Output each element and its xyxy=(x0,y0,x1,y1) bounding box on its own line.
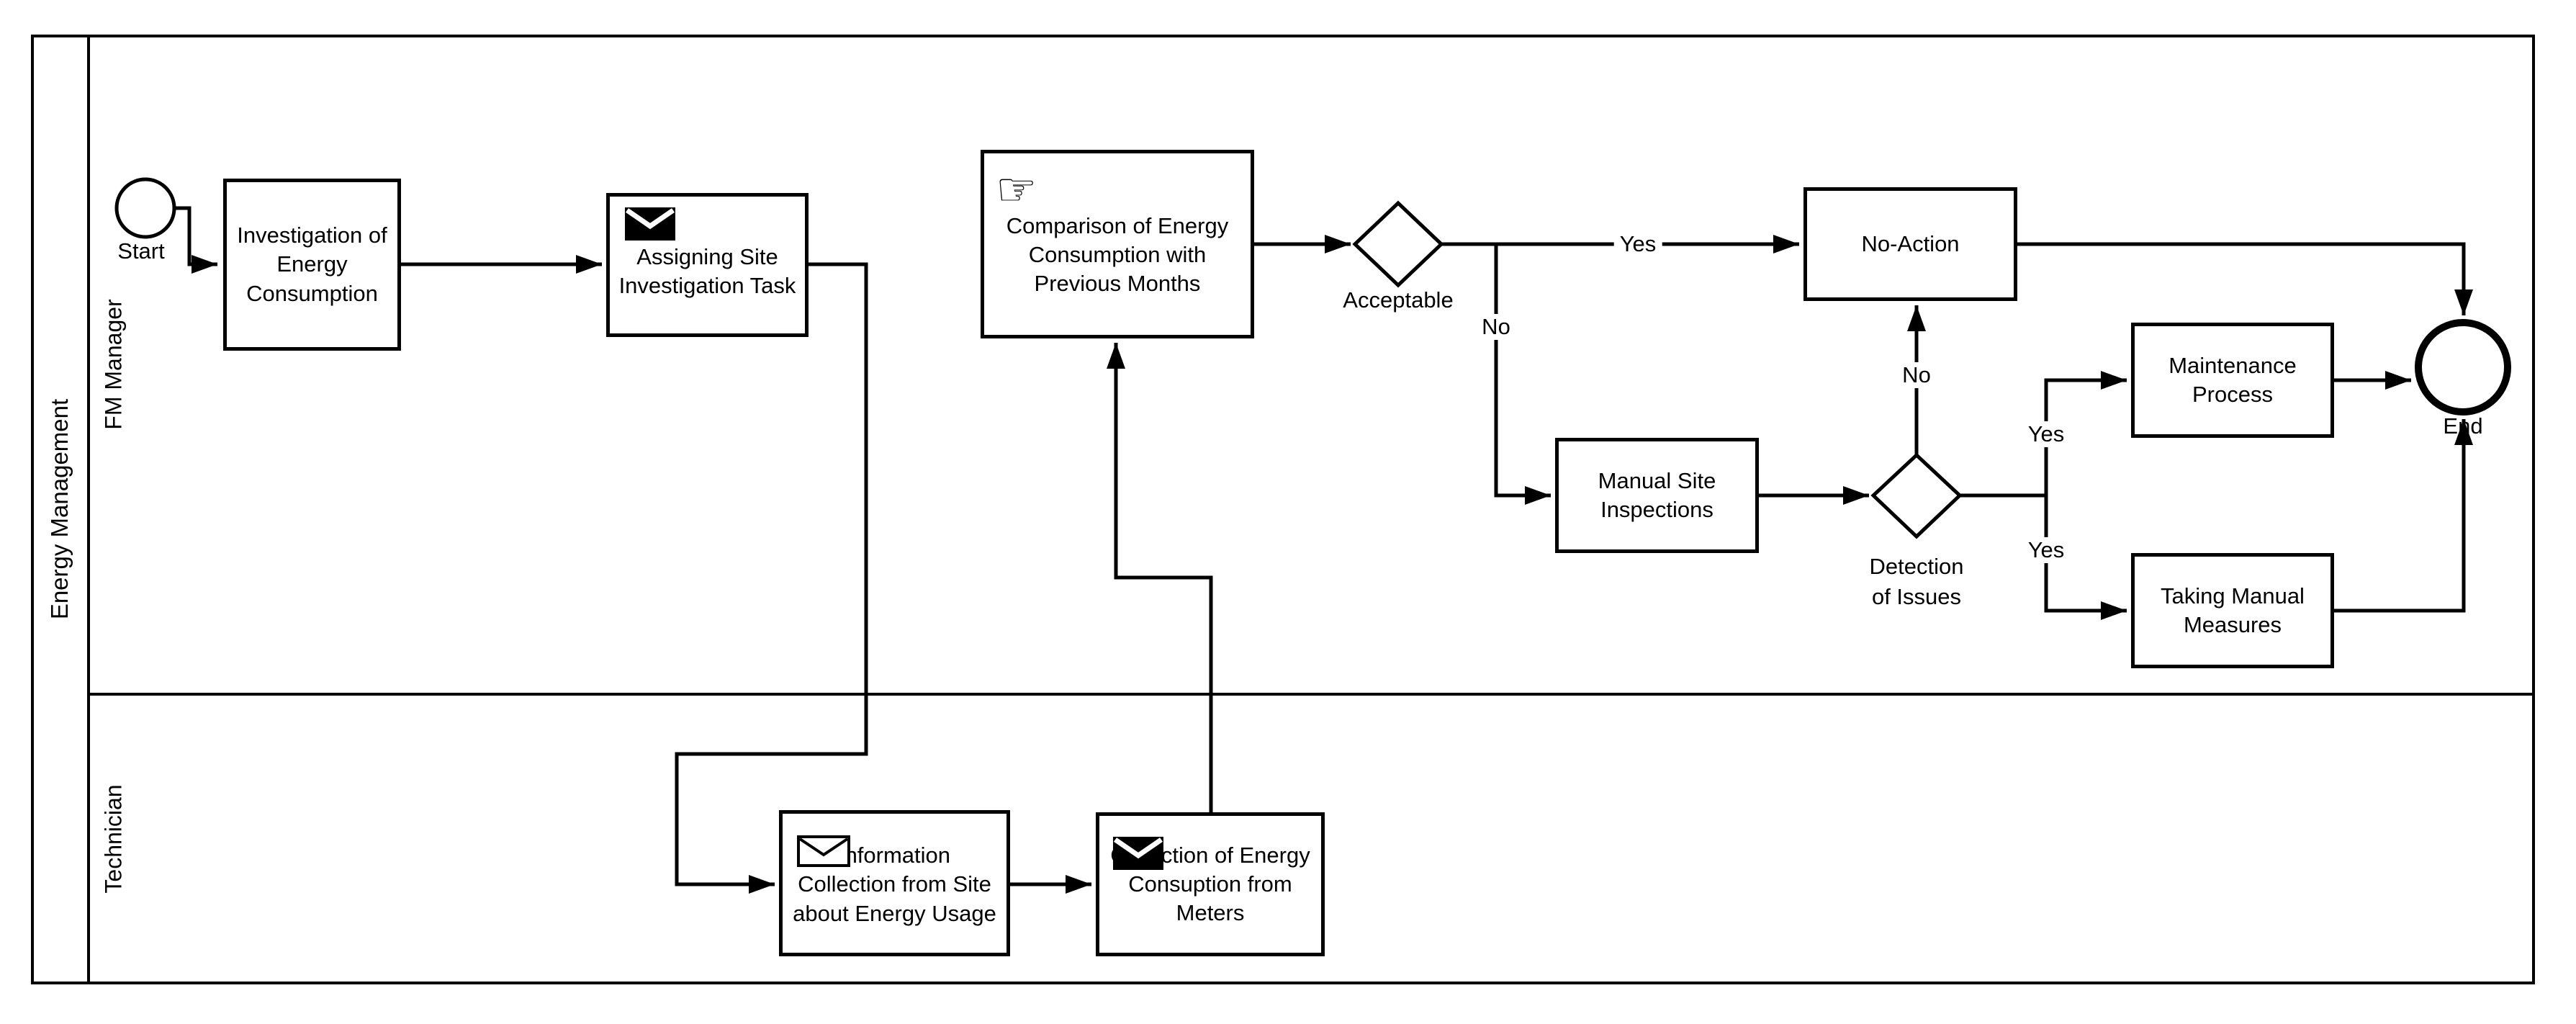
lane-divider xyxy=(87,693,2535,696)
end-event-label: End xyxy=(2443,413,2483,439)
task-maintenance-label: Maintenance Process xyxy=(2169,352,2297,407)
gateway-detection-label: Detection of Issues xyxy=(1869,554,1964,609)
task-no-action-label: No-Action xyxy=(1861,230,1960,256)
manual-task-hand-icon: ☞ xyxy=(996,163,1037,215)
edge-label-acceptable-no: No xyxy=(1476,314,1516,340)
task-info-collection-label: Information Collection from Site about E… xyxy=(793,843,996,926)
task-comparison-label: Comparison of Energy Consumption with Pr… xyxy=(1006,212,1229,297)
task-manual-inspections: Manual Site Inspections xyxy=(1555,438,1759,553)
task-investigation-label: Investigation of Energy Consumption xyxy=(237,223,387,306)
task-assigning-label: Assigning Site Investigation Task xyxy=(618,243,796,298)
task-info-collection: Information Collection from Site about E… xyxy=(779,810,1010,956)
lane-label-fm-manager: FM Manager xyxy=(100,299,127,430)
task-taking-measures: Taking Manual Measures xyxy=(2131,553,2334,668)
task-investigation: Investigation of Energy Consumption xyxy=(223,179,401,351)
start-event-label: Start xyxy=(117,238,165,264)
edge-label-detection-yes-top: Yes xyxy=(2022,421,2071,447)
task-manual-inspections-label: Manual Site Inspections xyxy=(1598,467,1716,522)
pool-label: Energy Management xyxy=(46,398,73,620)
task-taking-measures-label: Taking Manual Measures xyxy=(2161,583,2305,637)
task-no-action: No-Action xyxy=(1803,187,2017,301)
task-assigning: Assigning Site Investigation Task xyxy=(606,193,809,337)
edge-label-detection-yes-bottom: Yes xyxy=(2022,537,2071,563)
task-energy-collection-label: Collection of Energy Consuption from Met… xyxy=(1110,842,1310,926)
pool-label-divider xyxy=(87,35,90,984)
edge-label-detection-no: No xyxy=(1896,362,1937,388)
task-comparison: ☞ Comparison of Energy Consumption with … xyxy=(981,150,1254,338)
task-energy-collection: Collection of Energy Consuption from Met… xyxy=(1096,812,1325,956)
gateway-acceptable-label: Acceptable xyxy=(1343,287,1454,313)
edge-label-acceptable-yes: Yes xyxy=(1613,231,1662,257)
task-maintenance: Maintenance Process xyxy=(2131,323,2334,438)
lane-label-technician: Technician xyxy=(100,784,127,894)
